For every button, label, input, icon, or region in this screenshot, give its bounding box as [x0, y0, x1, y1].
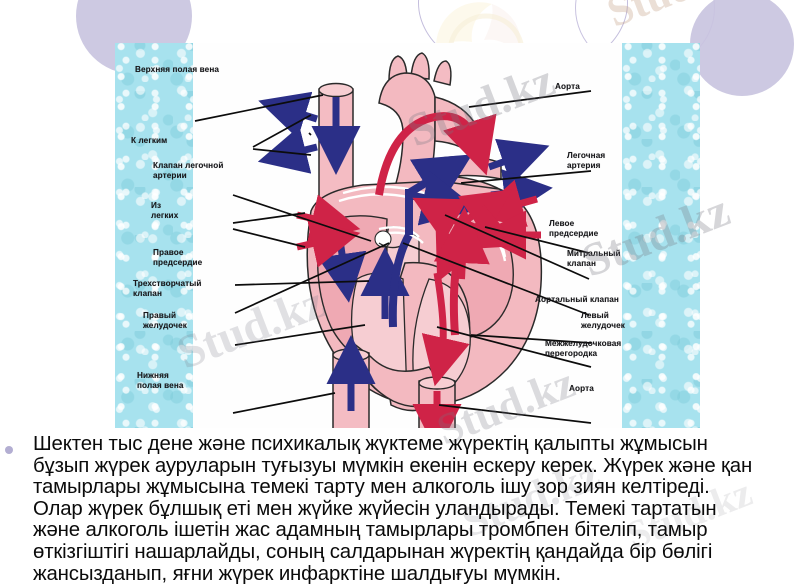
label-pulmonary-artery: Легочная артерия [567, 151, 606, 170]
label-mitral-valve: Митральный клапан [567, 249, 621, 268]
label-right-atrium: Правое предсердие [153, 248, 203, 267]
label-inferior-vena-cava: Нижняя полая вена [137, 371, 184, 390]
label-interventricular-septum: Межжелудочковая перегородка [545, 339, 622, 358]
texture-band-right [622, 43, 700, 428]
label-aorta-top: Аорта [555, 82, 580, 91]
label-tricuspid-valve: Трехстворчатый клапан [133, 279, 202, 298]
body-line: жансызданып, яғни жүрек инфарктіне шалды… [33, 562, 561, 585]
body-line: және алкоголь ішетін жас адамның тамырла… [33, 519, 708, 542]
label-pulmonary-valve: Клапан легочной артерии [153, 161, 224, 180]
body-line: Шектен тыс дене және психикалық жүктеме … [33, 433, 708, 455]
body-line: бұзып жүрек ауруларын туғызуы мүмкін еке… [33, 454, 753, 477]
label-superior-vena-cava: Верхняя полая вена [135, 65, 220, 74]
heart-anatomy-illustration: .tis { fill:#f3b9c0; stroke:#2a2a2a; str… [194, 52, 592, 453]
label-left-atrium: Левое предсердие [549, 219, 599, 238]
body-paragraph: Шектен тыс дене және психикалық жүктеме … [33, 433, 800, 585]
label-right-ventricle: Правый желудочек [143, 311, 187, 330]
texture-band-left [115, 43, 193, 428]
label-from-lungs: Из легких [151, 201, 179, 220]
label-to-lungs: К легким [131, 136, 168, 145]
label-aorta-bottom: Аорта [569, 384, 594, 393]
body-line: Олар жүрек бұлшық еті мен жүйке жүйесін … [33, 497, 717, 520]
label-left-ventricle: Левый желудочек [581, 311, 625, 330]
body-line: өткізгіштігі нашарлайды, соның салдарына… [33, 540, 713, 563]
label-aortic-valve: Аортальный клапан [535, 295, 619, 304]
heart-diagram-canvas: .tis { fill:#f3b9c0; stroke:#2a2a2a; str… [131, 43, 625, 453]
body-line: тамырлары жұмысына темекі тарту мен алко… [33, 476, 710, 499]
heart-diagram-figure: .tis { fill:#f3b9c0; stroke:#2a2a2a; str… [115, 43, 700, 453]
bullet-point-marker [5, 446, 13, 454]
